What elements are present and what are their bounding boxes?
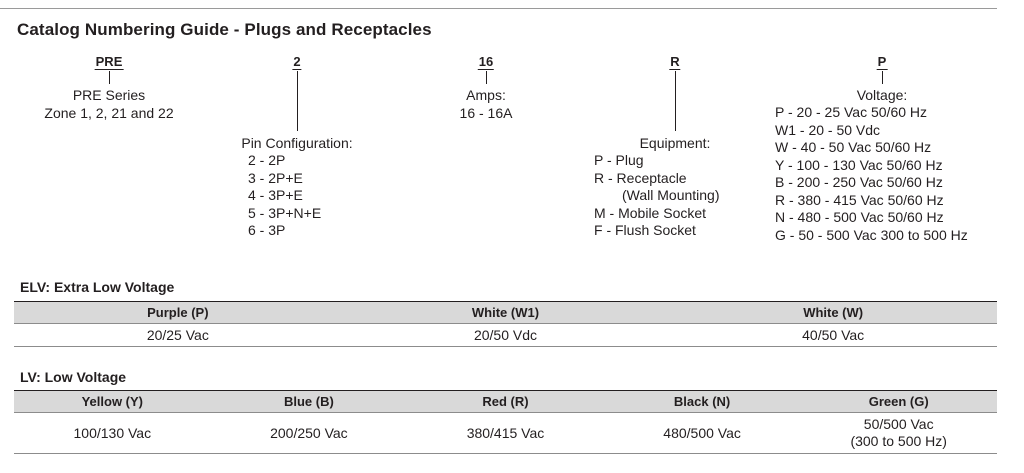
list-item: P - 20 - 25 Vac 50/60 Hz bbox=[775, 104, 928, 120]
table-header-cell: Blue (B) bbox=[210, 390, 408, 413]
connector-line-equipment bbox=[675, 71, 676, 131]
list-item: 2 - 2P bbox=[248, 152, 286, 168]
table-cell: 100/130 Vac bbox=[14, 412, 211, 454]
table-header-cell: White (W) bbox=[669, 301, 997, 324]
list-item: P - Plug bbox=[594, 152, 644, 168]
table-cell: 200/250 Vac bbox=[210, 412, 408, 454]
list-item: W - 40 - 50 Vac 50/60 Hz bbox=[775, 139, 932, 155]
list-item: B - 200 - 250 Vac 50/60 Hz bbox=[775, 174, 943, 190]
table-header-cell: Purple (P) bbox=[14, 301, 342, 324]
table-header-cell: Green (G) bbox=[800, 390, 997, 413]
table-cell: 40/50 Vac bbox=[669, 323, 997, 347]
table-cell: 20/50 Vdc bbox=[341, 323, 670, 347]
list-item: R - 380 - 415 Vac 50/60 Hz bbox=[775, 191, 944, 208]
lv-section-title: LV: Low Voltage bbox=[20, 369, 127, 385]
list-item: W1 - 20 - 50 Vdc bbox=[775, 121, 881, 138]
amps-heading: Amps: bbox=[466, 87, 506, 103]
list-item: R - Receptacle bbox=[594, 169, 687, 186]
table-cell: 380/415 Vac bbox=[407, 412, 604, 454]
list-item: Y - 100 - 130 Vac 50/60 Hz bbox=[775, 156, 943, 173]
list-item: G - 50 - 500 Vac 300 to 500 Hz bbox=[775, 226, 968, 243]
connector-line-pin bbox=[297, 71, 298, 131]
table-cell: 20/25 Vac bbox=[14, 323, 342, 347]
code-amps: 16 bbox=[477, 54, 495, 70]
equipment-heading: Equipment: bbox=[639, 135, 711, 151]
table-row: 100/130 Vac 200/250 Vac 380/415 Vac 480/… bbox=[14, 412, 997, 454]
green-voltage-value: 50/500 Vac bbox=[863, 416, 934, 432]
page-title: Catalog Numbering Guide - Plugs and Rece… bbox=[17, 20, 432, 39]
list-item: (Wall Mounting) bbox=[622, 187, 720, 203]
list-item: 5 - 3P+N+E bbox=[248, 204, 322, 221]
elv-table: Purple (P) White (W1) White (W) 20/25 Va… bbox=[14, 301, 997, 347]
pin-configuration-heading: Pin Configuration: bbox=[241, 135, 353, 151]
table-header-cell: White (W1) bbox=[341, 301, 670, 324]
code-pin-configuration: 2 bbox=[292, 54, 302, 70]
table-cell: 50/500 Vac (300 to 500 Hz) bbox=[800, 412, 997, 454]
code-equipment: R bbox=[669, 54, 681, 70]
table-row: 20/25 Vac 20/50 Vdc 40/50 Vac bbox=[14, 323, 997, 347]
list-item: N - 480 - 500 Vac 50/60 Hz bbox=[775, 209, 944, 225]
elv-section-title: ELV: Extra Low Voltage bbox=[20, 279, 175, 295]
amps-value: 16 - 16A bbox=[459, 104, 513, 121]
green-frequency-note: (300 to 500 Hz) bbox=[850, 433, 947, 449]
voltage-heading: Voltage: bbox=[856, 87, 908, 103]
table-header-row: Purple (P) White (W1) White (W) bbox=[14, 301, 997, 324]
list-item: M - Mobile Socket bbox=[594, 204, 707, 221]
connector-line-amps bbox=[486, 71, 487, 84]
list-item: 6 - 3P bbox=[248, 222, 286, 238]
code-series: PRE bbox=[94, 54, 124, 70]
table-header-row: Yellow (Y) Blue (B) Red (R) Black (N) Gr… bbox=[14, 390, 997, 413]
list-item: 4 - 3P+E bbox=[248, 187, 303, 203]
table-header-cell: Yellow (Y) bbox=[14, 390, 211, 413]
series-heading: PRE Series bbox=[72, 87, 146, 103]
list-item: F - Flush Socket bbox=[594, 222, 696, 238]
series-block: PRE Series Zone 1, 2, 21 and 22 bbox=[44, 87, 173, 122]
voltage-list: P - 20 - 25 Vac 50/60 Hz W1 - 20 - 50 Vd… bbox=[775, 104, 968, 244]
series-zones: Zone 1, 2, 21 and 22 bbox=[44, 104, 174, 121]
pin-configuration-list: 2 - 2P 3 - 2P+E 4 - 3P+E 5 - 3P+N+E 6 - … bbox=[248, 152, 321, 240]
table-cell: 480/500 Vac bbox=[603, 412, 801, 454]
top-rule bbox=[0, 8, 997, 9]
equipment-list: P - Plug R - Receptacle (Wall Mounting) … bbox=[594, 152, 720, 240]
code-voltage: P bbox=[876, 54, 888, 70]
amps-block: Amps: 16 - 16A bbox=[460, 87, 513, 122]
lv-table: Yellow (Y) Blue (B) Red (R) Black (N) Gr… bbox=[14, 390, 997, 454]
connector-line-series bbox=[109, 71, 110, 84]
table-header-cell: Red (R) bbox=[407, 390, 604, 413]
table-header-cell: Black (N) bbox=[603, 390, 801, 413]
list-item: 3 - 2P+E bbox=[248, 169, 303, 186]
connector-line-voltage bbox=[882, 71, 883, 84]
